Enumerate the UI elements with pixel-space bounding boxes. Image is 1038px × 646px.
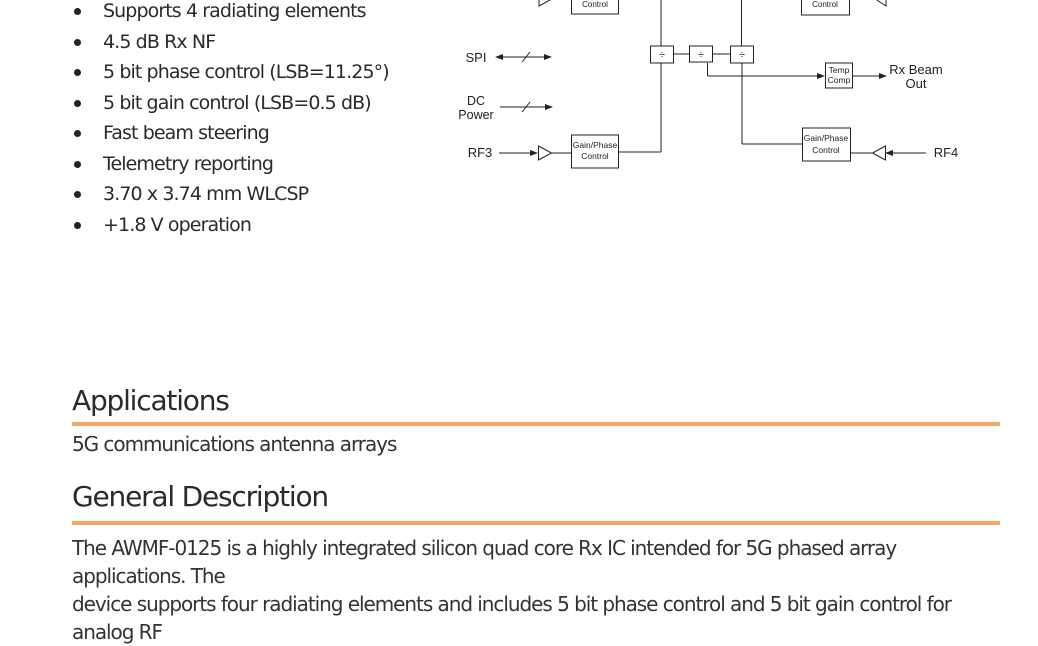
amplifier-triangle-top-right [876, 0, 887, 7]
applications-title: Applications [72, 384, 230, 417]
divider-symbol: ÷ [739, 49, 745, 61]
temp-comp-block [825, 62, 853, 89]
divider-symbol: ÷ [659, 49, 665, 61]
feature-item: 5 bit gain control (LSB=0.5 dB) [72, 88, 389, 119]
bullet-icon [74, 130, 81, 137]
amplifier-icon-rf4 [871, 145, 886, 161]
gain-phase-block-rf4 [802, 127, 851, 162]
feature-text: 4.5 dB Rx NF [103, 30, 216, 53]
dc-label: DC [467, 94, 485, 108]
feature-text: 3.70 x 3.74 mm WLCSP [103, 183, 309, 205]
amplifier-icon-rf3 [538, 145, 553, 161]
section-divider [72, 422, 1000, 426]
slash-mark [521, 101, 531, 113]
block-label: Temp [829, 65, 850, 75]
bullet-icon [74, 221, 81, 229]
feature-item: 5 bit phase control (LSB=11.25°) [72, 57, 390, 88]
bullet-icon [74, 8, 81, 15]
general-description-line: The AWMF-0125 is a highly integrated sil… [72, 536, 897, 588]
section-divider [72, 521, 1000, 525]
feature-item: 4.5 dB Rx NF [72, 27, 389, 58]
block-label: Gain/Phase [804, 133, 849, 143]
power-label: Power [458, 108, 493, 122]
slash-mark [521, 51, 531, 63]
gain-phase-block-top-left [571, 0, 619, 15]
feature-text: Telemetry reporting [103, 152, 274, 175]
general-description-line: device supports four radiating elements … [72, 592, 952, 644]
feature-text: Supports 4 radiating elements [103, 0, 367, 22]
feature-item: 3.70 x 3.74 mm WLCSP [72, 179, 389, 210]
general-description-text: The AWMF-0125 is a highly integrated sil… [72, 534, 1012, 646]
block-label: Control [812, 0, 838, 9]
bullet-icon [74, 69, 81, 76]
block-label: Control [582, 0, 608, 9]
feature-text: Fast beam steering [103, 122, 270, 144]
bullet-icon [74, 38, 81, 46]
feature-item: Supports 4 radiating elements [72, 0, 389, 27]
bullet-icon [74, 191, 81, 198]
output-label: Rx Beam [889, 62, 942, 77]
feature-item: +1.8 V operation [72, 210, 389, 241]
output-label: Out [906, 76, 927, 91]
feature-item: Fast beam steering [72, 118, 389, 149]
block-label: Comp [828, 75, 851, 85]
applications-text: 5G communications antenna arrays [72, 432, 397, 456]
gain-phase-block-top-right [801, 0, 850, 16]
block-diagram: Control Control SPI DC Power RF3 RF4 Gai… [458, 0, 959, 169]
feature-text: 5 bit gain control (LSB=0.5 dB) [103, 91, 372, 114]
gain-phase-block-rf3 [571, 134, 619, 169]
block-label: Control [812, 145, 840, 155]
bullet-icon [74, 160, 81, 168]
block-label: Control [581, 151, 609, 161]
bullet-icon [74, 99, 81, 107]
rf3-label: RF3 [468, 145, 493, 160]
features-list: Supports 4 radiating elements 4.5 dB Rx … [72, 0, 390, 241]
block-label: Gain/Phase [573, 140, 618, 150]
feature-text: 5 bit phase control (LSB=11.25°) [103, 61, 390, 83]
general-description-title: General Description [72, 480, 329, 513]
feature-item: Telemetry reporting [72, 149, 389, 180]
spi-label: SPI [466, 50, 487, 65]
divider-symbol: ÷ [698, 49, 704, 61]
feature-text: +1.8 V operation [103, 213, 252, 236]
amplifier-triangle-top-left [538, 0, 552, 7]
rf4-label: RF4 [934, 145, 959, 160]
